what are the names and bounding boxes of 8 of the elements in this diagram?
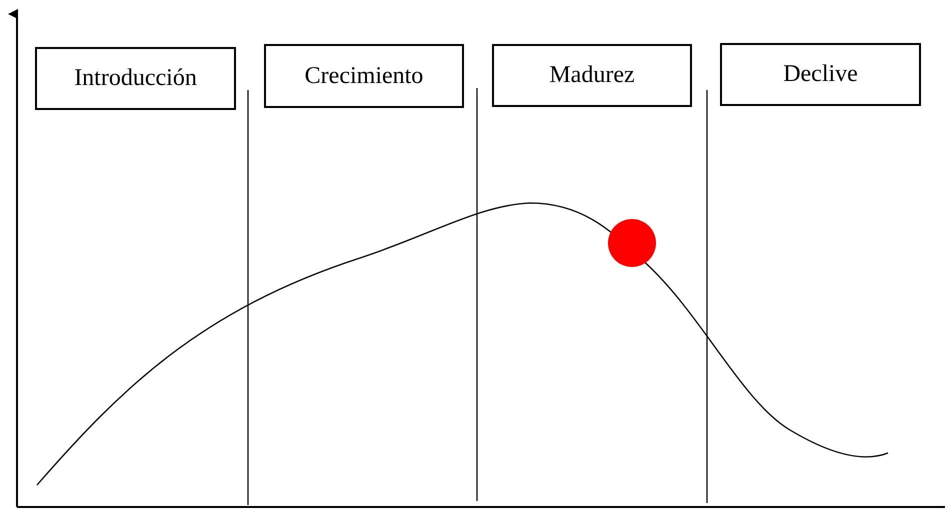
stage-label: Madurez: [549, 62, 635, 89]
stage-box: [492, 44, 692, 107]
stage-box: [264, 44, 464, 108]
stage-box: [35, 47, 236, 110]
stage-label: Introducción: [74, 65, 197, 92]
stage-label: Crecimiento: [304, 62, 424, 90]
stage-box: [720, 43, 921, 106]
stage-label: Declive: [783, 61, 858, 88]
